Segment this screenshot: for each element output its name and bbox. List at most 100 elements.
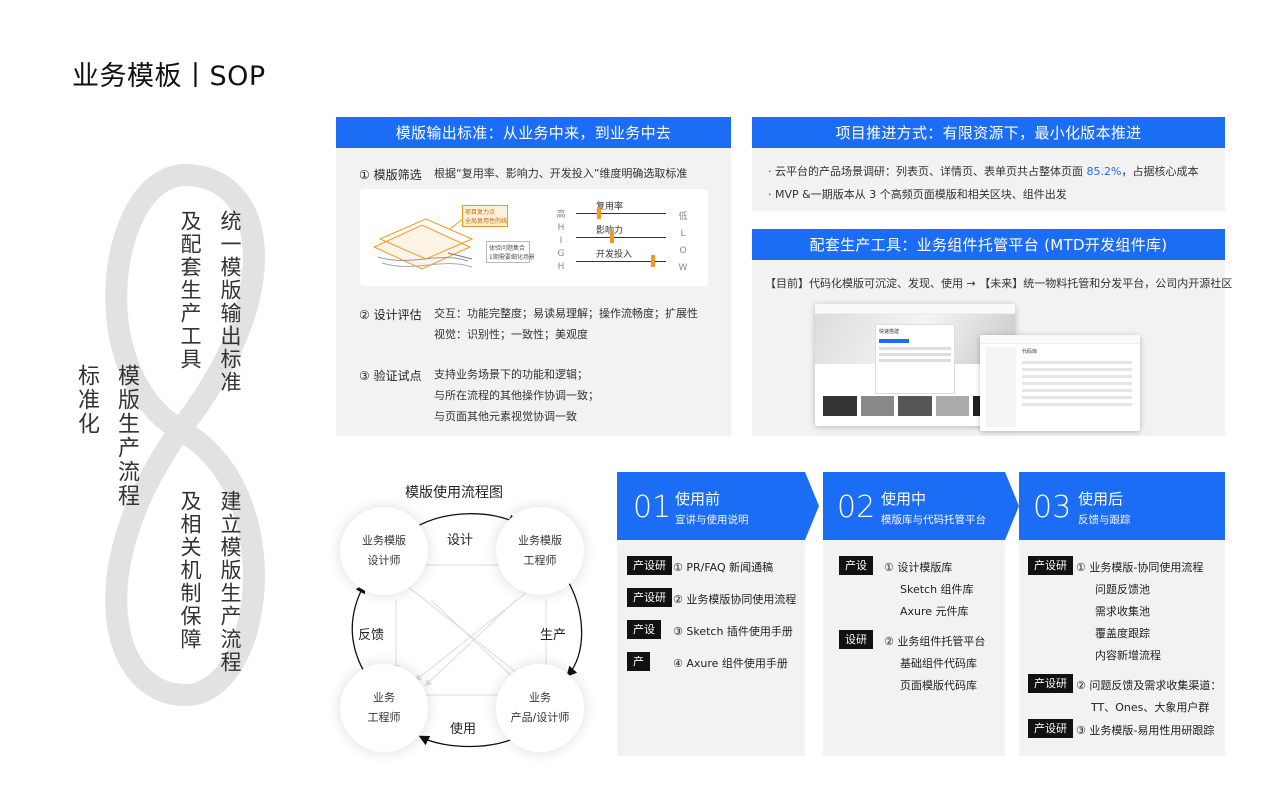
role-tag: 设研 bbox=[839, 630, 873, 649]
stage-subtitle: 反馈与跟踪 bbox=[1078, 514, 1131, 526]
high-letter: H bbox=[557, 262, 565, 272]
issue-tag: 体验问题集合 1期需要细化场景 bbox=[486, 241, 535, 263]
stage-before-header: 01 使用前 宣讲与使用说明 bbox=[617, 472, 805, 540]
stage-subtitle: 宣讲与使用说明 bbox=[675, 514, 749, 526]
tools-panel: 配套生产工具：业务组件托管平台 (MTD开发组件库) 【目前】代码化模版可沉淀、… bbox=[752, 229, 1232, 436]
stage-number: 02 bbox=[837, 490, 876, 525]
stage-step: TT、Ones、大象用户群 bbox=[1091, 701, 1210, 714]
high-letter: G bbox=[557, 249, 565, 259]
flow-node-line: 业务模版 bbox=[362, 534, 406, 547]
project-bullet: · 云平台的产品场景调研：列表页、详情页、表单页共占整体页面 85.2%，占据核… bbox=[768, 163, 1198, 179]
flow-edge-design: 设计 bbox=[447, 533, 474, 548]
stage-after-header: 03 使用后 反馈与跟踪 bbox=[1019, 472, 1225, 540]
reuse-tag: 项目复力点 全局复用性的线 bbox=[462, 205, 508, 227]
role-tag: 产设研 bbox=[627, 588, 672, 607]
reuse-tag-sub: 全局复用性的线 bbox=[465, 218, 508, 225]
stage-step: 内容新增流程 bbox=[1095, 649, 1161, 662]
reuse-tag-title: 项目复力点 bbox=[465, 209, 496, 216]
screenshot-heading: 快速搭建 bbox=[879, 329, 900, 335]
slider-label: 影响力 bbox=[596, 223, 623, 236]
low-letter: W bbox=[678, 263, 688, 273]
stage-title: 使用后 bbox=[1078, 490, 1124, 508]
project-highlight: 85.2% bbox=[1086, 165, 1122, 178]
stage-title: 使用前 bbox=[675, 490, 721, 508]
stage-step: Axure 元件库 bbox=[900, 605, 969, 618]
slider-marker bbox=[596, 207, 601, 219]
infinity-loop-graphic bbox=[105, 164, 265, 706]
stage-number: 03 bbox=[1033, 490, 1072, 525]
slider-label: 复用率 bbox=[596, 202, 624, 212]
stage-step: ① 设计模版库 bbox=[884, 561, 953, 574]
role-tag: 产设 bbox=[839, 556, 873, 575]
flow-node-line: 业务 bbox=[529, 691, 551, 704]
left-bottom-line1: 建立模版生产流程 bbox=[218, 490, 242, 674]
slider-track bbox=[576, 213, 666, 214]
slider-track bbox=[576, 237, 666, 238]
stage-number: 01 bbox=[633, 490, 672, 525]
flow-node-line: 工程师 bbox=[367, 711, 401, 724]
standards-item-desc: 交互：功能完整度；易读易理解；操作流畅度；扩展性 bbox=[434, 307, 698, 320]
stage-step: ② 业务组件托管平台 bbox=[884, 635, 986, 648]
flow-node-template-engineer: 业务模版 工程师 bbox=[496, 507, 584, 595]
slider-marker bbox=[650, 255, 655, 267]
page-title: 业务模板丨SOP bbox=[72, 61, 266, 92]
role-tag: 产设 bbox=[627, 620, 661, 639]
project-header: 项目推进方式：有限资源下，最小化版本推进 bbox=[752, 117, 1225, 148]
high-letter: 高 bbox=[556, 210, 566, 220]
flow-node-line: 工程师 bbox=[523, 554, 557, 567]
screenshot-heading-2: 代码库 bbox=[1022, 349, 1038, 355]
flow-edge-produce: 生产 bbox=[540, 628, 567, 643]
stage-step: ② 问题反馈及需求收集渠道： bbox=[1076, 679, 1222, 692]
left-top-line1: 统一模版输出标准 bbox=[218, 210, 242, 394]
role-tag: 产设研 bbox=[1028, 674, 1073, 693]
project-panel: 项目推进方式：有限资源下，最小化版本推进 · 云平台的产品场景调研：列表页、详情… bbox=[752, 117, 1225, 211]
high-letter: I bbox=[559, 236, 563, 246]
stage-step: ① PR/FAQ 新闻通稿 bbox=[673, 561, 774, 574]
tools-header: 配套生产工具：业务组件托管平台 (MTD开发组件库) bbox=[752, 229, 1225, 260]
stage-step: ① 业务模版-协同使用流程 bbox=[1076, 561, 1204, 574]
role-tag: 产设研 bbox=[1028, 719, 1073, 738]
standards-item-desc: 与所在流程的其他操作协调一致； bbox=[434, 389, 599, 402]
role-tag: 产 bbox=[627, 652, 650, 671]
flow-node-line: 设计师 bbox=[367, 554, 401, 567]
left-bottom-line2: 及相关机制保障 bbox=[178, 490, 202, 651]
stage-step: ③ 业务模版-易用性用研跟踪 bbox=[1076, 724, 1215, 737]
project-bullet-text: · 云平台的产品场景调研：列表页、详情页、表单页共占整体页面 bbox=[768, 165, 1087, 178]
low-letter: L bbox=[680, 229, 686, 239]
stage-before: 01 使用前 宣讲与使用说明 产设研 ① PR/FAQ 新闻通稿 产设研 ② 业… bbox=[617, 472, 805, 756]
flow-node-template-designer: 业务模版 设计师 bbox=[340, 507, 428, 595]
low-letter: O bbox=[679, 246, 687, 256]
stage-step: 覆盖度跟踪 bbox=[1095, 627, 1150, 640]
flow-arrows bbox=[351, 513, 583, 748]
slider-label: 开发投入 bbox=[596, 250, 633, 260]
left-top-line2: 及配套生产工具 bbox=[178, 210, 202, 371]
stage-title: 使用中 bbox=[881, 490, 927, 508]
left-top-label: 统一模版输出标准 及配套生产工具 bbox=[170, 210, 250, 394]
stage-step: 页面模版代码库 bbox=[900, 679, 977, 692]
stage-after: 03 使用后 反馈与跟踪 产设研 ① 业务模版-协同使用流程 问题反馈池 需求收… bbox=[1019, 472, 1225, 756]
left-bottom-label: 建立模版生产流程 及相关机制保障 bbox=[170, 490, 250, 674]
stage-arrow-2 bbox=[1005, 472, 1019, 540]
flow-title: 模版使用流程图 bbox=[405, 485, 503, 501]
role-tag: 产设研 bbox=[1028, 556, 1073, 575]
issue-tag-sub: 1期需要细化场景 bbox=[489, 254, 535, 261]
stage-during-header: 02 使用中 模版库与代码托管平台 bbox=[823, 472, 1005, 540]
high-letter: H bbox=[557, 223, 565, 233]
project-bullet: · MVP &一期版本从 3 个高频页面模版和相关区块、组件出发 bbox=[768, 188, 1067, 201]
flow-node-line: 业务 bbox=[373, 691, 395, 704]
slider-marker bbox=[610, 231, 614, 243]
stage-step: 基础组件代码库 bbox=[900, 657, 977, 670]
role-tag: 产设研 bbox=[627, 556, 672, 575]
standards-item-desc: 根据“复用率、影响力、开发投入”维度明确选取标准 bbox=[434, 167, 688, 180]
stage-step: 问题反馈池 bbox=[1095, 583, 1150, 596]
standards-panel: 模版输出标准：从业务中来，到业务中去 ① 模版筛选 根据“复用率、影响力、开发投… bbox=[336, 117, 731, 436]
stage-arrow-1 bbox=[805, 472, 819, 540]
standards-item-label: ② 设计评估 bbox=[359, 308, 422, 322]
left-main-line2: 标准化 bbox=[74, 364, 99, 436]
issue-tag-title: 体验问题集合 bbox=[489, 245, 526, 252]
standards-item-label: ① 模版筛选 bbox=[359, 168, 422, 182]
standards-item-desc: 视觉：识别性；一致性；美观度 bbox=[434, 328, 588, 341]
standards-item-desc: 支持业务场景下的功能和逻辑； bbox=[434, 368, 588, 381]
flow-node-business-pd: 业务 产品/设计师 bbox=[496, 664, 584, 752]
